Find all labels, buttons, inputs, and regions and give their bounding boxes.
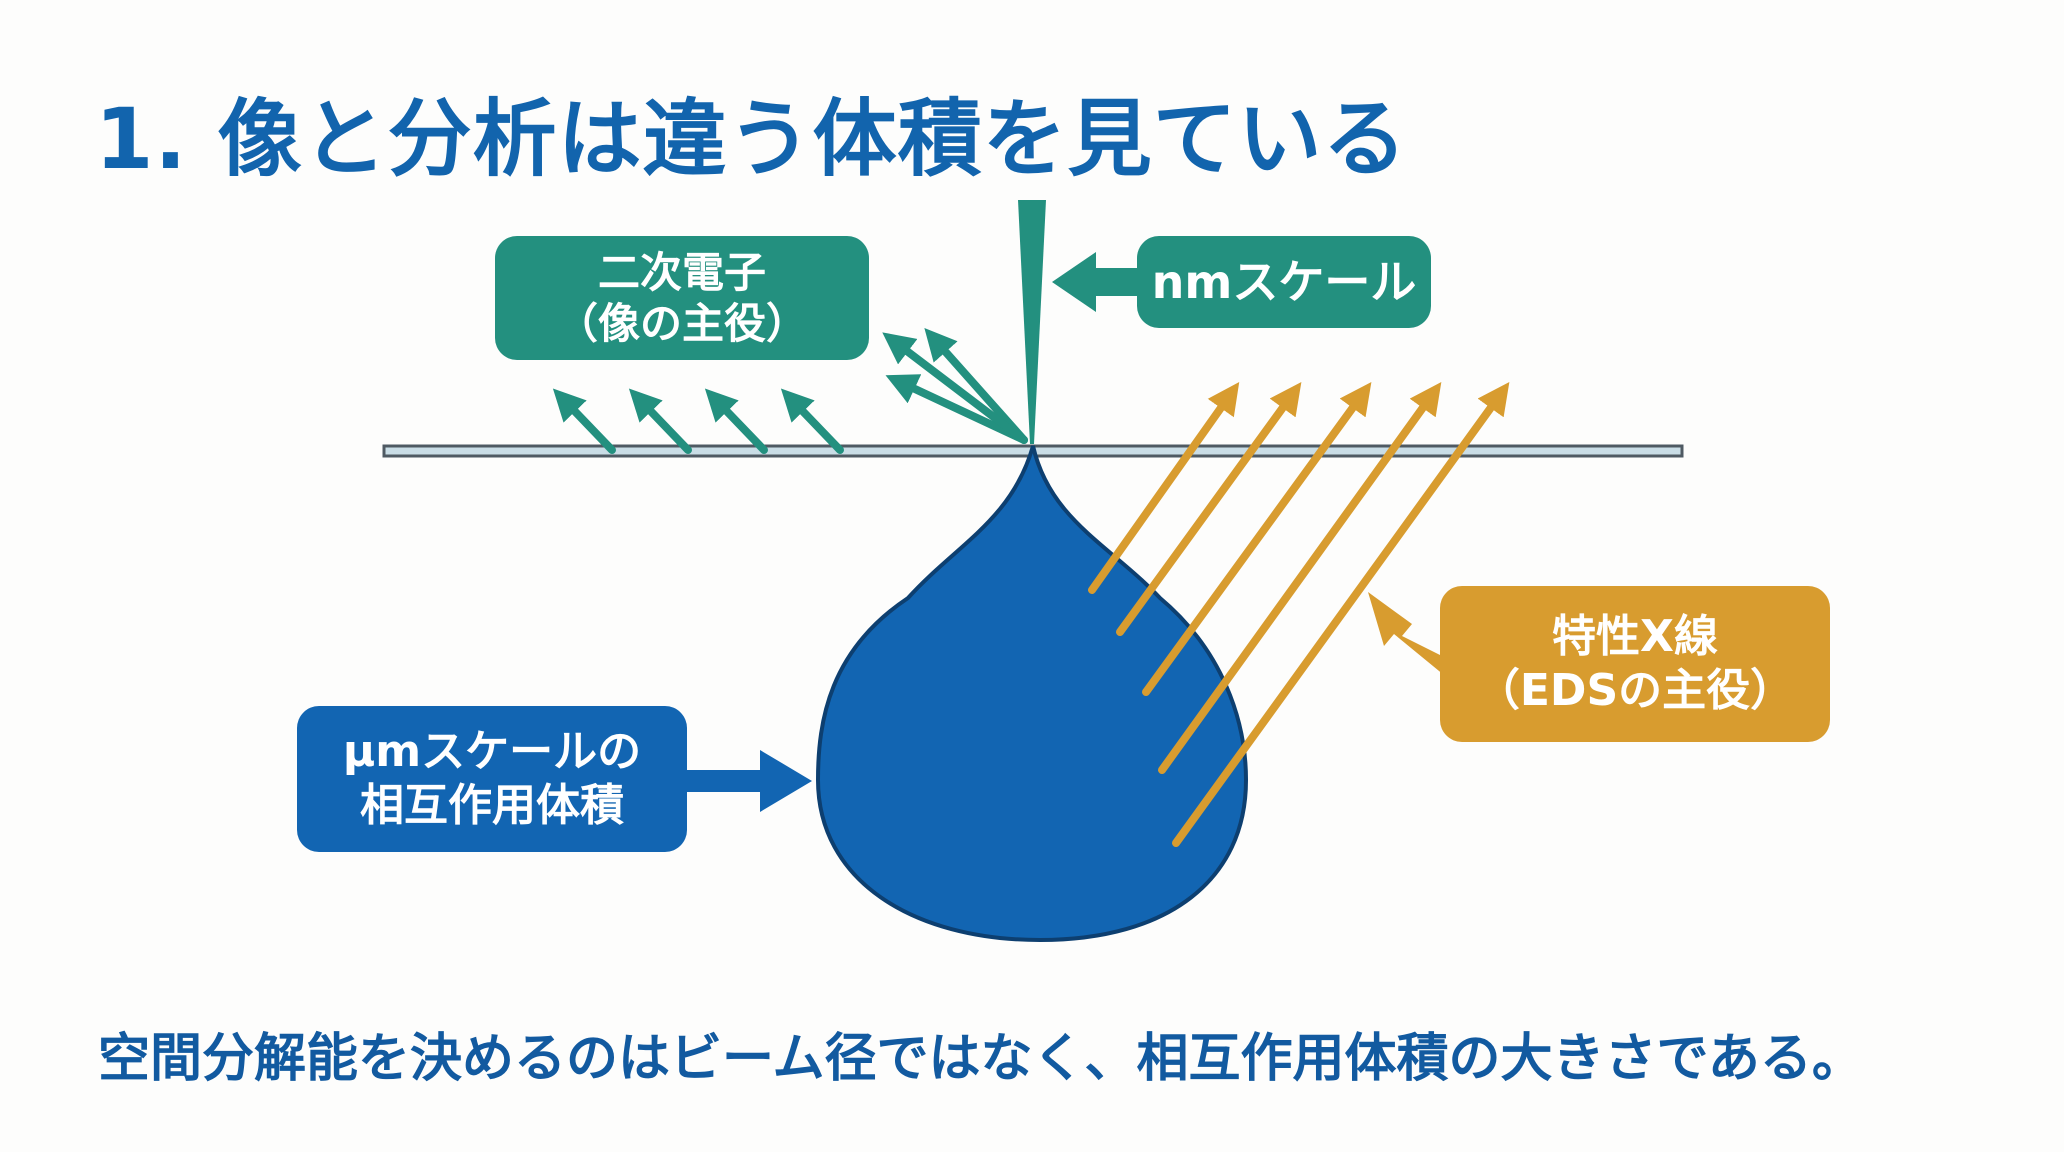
characteristic-xray-label: 特性X線 （EDSの主役） xyxy=(1440,586,1830,742)
secondary-electron-arrows-icon xyxy=(552,328,1028,454)
electron-beam-probe-icon xyxy=(1018,200,1046,444)
interaction-volume-label-line1: μmスケールの xyxy=(342,726,642,778)
interaction-volume-label: μmスケールの 相互作用体積 xyxy=(297,706,687,852)
x-ray-arrows-icon xyxy=(1088,381,1510,847)
characteristic-xray-label-line2: （EDSの主役） xyxy=(1475,665,1795,716)
secondary-electron-label: 二次電子 （像の主役） xyxy=(495,236,869,360)
characteristic-xray-label-line1: 特性X線 xyxy=(1552,611,1718,663)
page-title: 1. 像と分析は違う体積を見ている xyxy=(95,90,1408,188)
secondary-electron-label-line2: （像の主役） xyxy=(555,299,808,348)
nm-scale-label-text: nmスケール xyxy=(1151,254,1417,309)
xray-pointer-arrow-icon xyxy=(1368,592,1458,680)
interaction-volume-teardrop-icon xyxy=(815,445,1249,943)
volume-pointer-arrow-icon xyxy=(687,750,812,812)
nm-scale-label: nmスケール xyxy=(1137,236,1431,328)
secondary-electron-label-line1: 二次電子 xyxy=(597,247,766,297)
conclusion-text: 空間分解能を決めるのはビーム径ではなく、相互作用体積の大きさである。 xyxy=(98,1029,1864,1089)
interaction-volume-label-line2: 相互作用体積 xyxy=(360,780,624,831)
nm-scale-pointer-arrow-icon xyxy=(1052,252,1137,312)
